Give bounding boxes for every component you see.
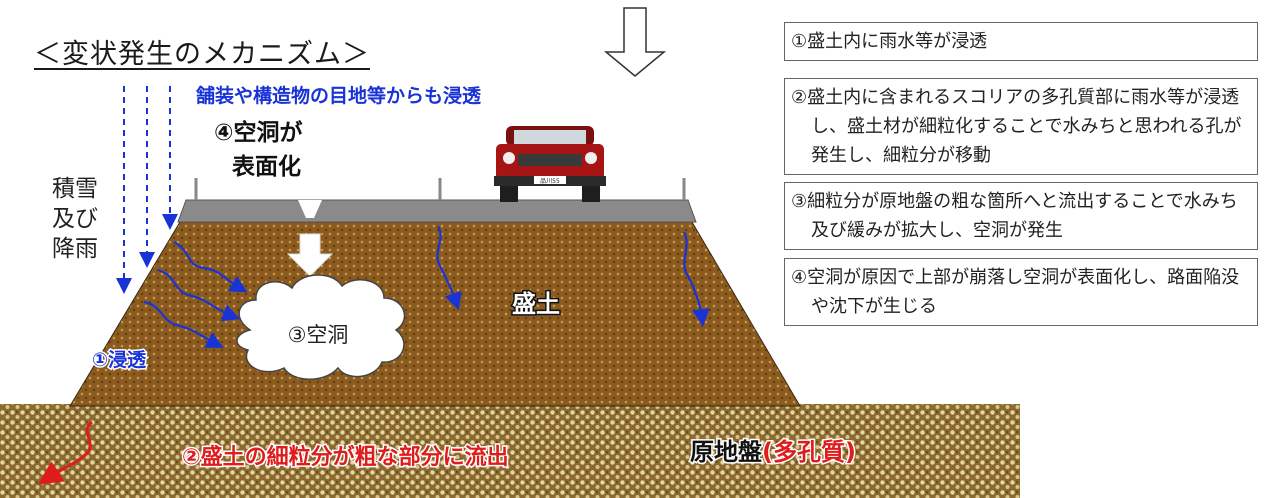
seepage-label: ①浸透 xyxy=(92,349,147,371)
embankment xyxy=(69,221,801,407)
rain-label-3: 降雨 xyxy=(52,236,98,262)
seepage-arrows xyxy=(143,225,710,348)
outflow-arrow-icon xyxy=(38,420,94,485)
rain-arrows xyxy=(116,86,178,294)
surfacing-label-2: 表面化 xyxy=(232,153,301,180)
rain-label-1: 積雪 xyxy=(52,176,98,202)
surfacing-label-1: ④空洞が xyxy=(214,119,302,146)
ground-main-label: 原地盤 xyxy=(690,438,763,466)
guardrail-posts xyxy=(194,178,686,200)
ground-porous-label: (多孔質) xyxy=(762,438,856,466)
embankment-label: 盛土 xyxy=(512,290,560,318)
title-underline xyxy=(34,68,370,70)
page-title: ＜変状発生のメカニズム＞ xyxy=(34,39,370,70)
pavement-crack xyxy=(298,200,322,218)
license-plate: 品川55 xyxy=(540,178,560,185)
step-box-1: ①盛土内に雨水等が浸透 xyxy=(784,22,1258,61)
step-box-2: ②盛土内に含まれるスコリアの多孔質部に雨水等が浸透し、盛土材が細粒化することで水… xyxy=(784,78,1258,175)
collapse-arrow-icon xyxy=(286,233,334,277)
joint-seepage-label: 舗装や構造物の目地等からも浸透 xyxy=(195,84,482,107)
ground-label: 原地盤(多孔質) xyxy=(690,438,856,466)
road-pavement xyxy=(177,199,697,223)
down-arrow-icon xyxy=(603,7,667,77)
outflow-label: ②盛土の細粒分が粗な部分に流出 xyxy=(182,444,509,470)
original-ground xyxy=(0,404,1020,498)
step-box-4: ④空洞が原因で上部が崩落し空洞が表面化し、路面陥没や沈下が生じる xyxy=(784,258,1258,326)
cavity-label: ③空洞 xyxy=(288,323,349,347)
car-icon: 品川55 xyxy=(494,126,606,202)
rain-label-2: 及び xyxy=(52,206,98,232)
cavity-cloud xyxy=(236,274,406,380)
step-box-3: ③細粒分が原地盤の粗な箇所へと流出することで水みち及び緩みが拡大し、空洞が発生 xyxy=(784,182,1258,250)
